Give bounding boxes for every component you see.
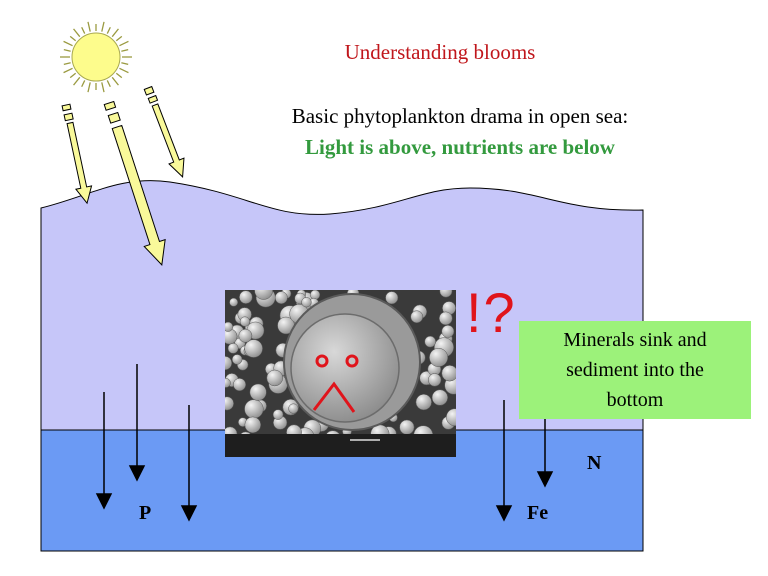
sinking-arrow — [495, 400, 513, 522]
sinking-arrow — [536, 418, 554, 488]
sinking-arrow — [180, 405, 198, 522]
sem-scale-bar — [225, 434, 456, 457]
subtitle: Basic phytoplankton drama in open sea: — [291, 104, 629, 128]
light-ray-arrow — [143, 85, 185, 178]
light-ray-arrow — [103, 100, 166, 267]
nutrient-label-fe: Fe — [527, 502, 549, 524]
sinking-arrow — [128, 364, 146, 482]
nutrient-label-p: P — [139, 502, 152, 524]
callout-line: Minerals sink and — [563, 329, 707, 351]
light-ray-arrow — [61, 103, 93, 205]
sun-icon — [60, 21, 132, 93]
sinking-arrow — [95, 392, 113, 510]
callout-line: bottom — [606, 389, 664, 411]
page-title: Understanding blooms — [344, 40, 536, 64]
sad-face-icon — [312, 354, 359, 413]
minerals-callout: Minerals sink and sediment into the bott… — [519, 321, 751, 419]
nutrient-label-n: N — [587, 452, 602, 474]
exclamation-mark: !? — [466, 281, 517, 344]
callout-line: sediment into the — [566, 359, 704, 381]
sem-micrograph — [225, 290, 456, 457]
headline: Light is above, nutrients are below — [305, 135, 615, 159]
